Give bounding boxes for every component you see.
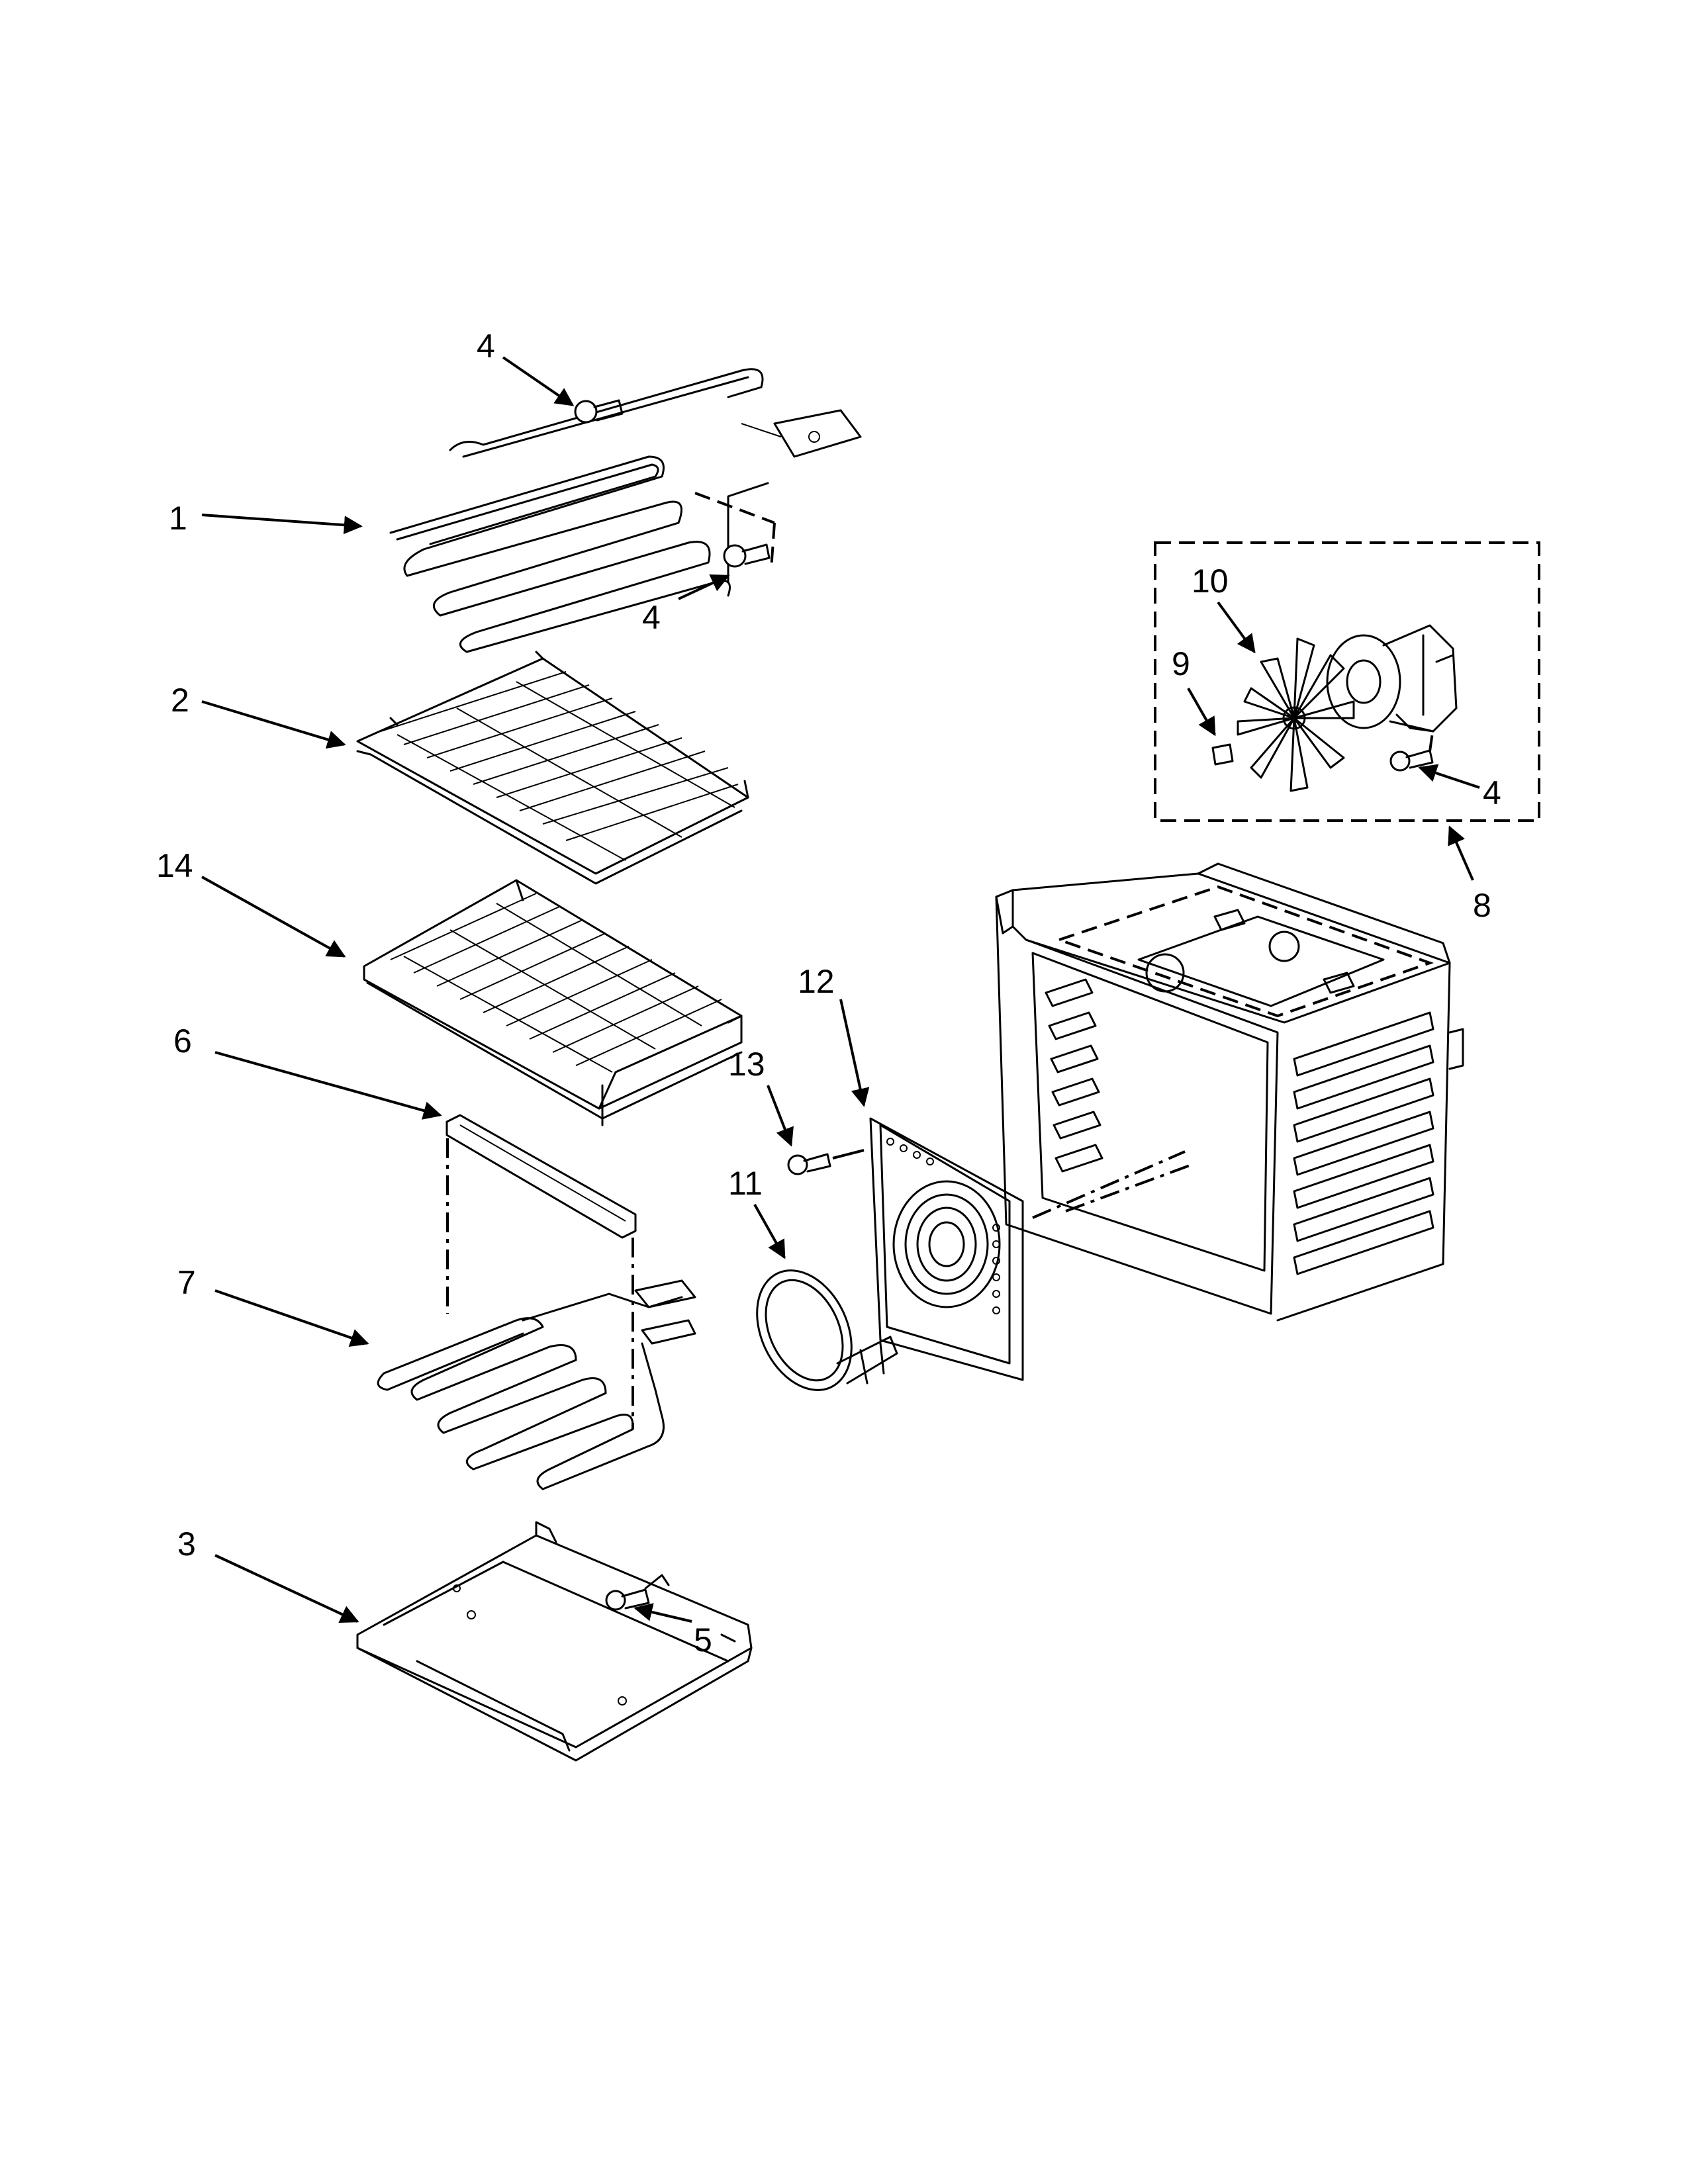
bake-element-part xyxy=(377,1279,696,1490)
callout-9: 9 xyxy=(1172,645,1190,682)
oven-rack-part xyxy=(356,651,749,885)
callout-6: 6 xyxy=(173,1023,192,1060)
callout-3: 3 xyxy=(177,1525,196,1563)
fan-motor-part xyxy=(1326,624,1458,733)
callout-13: 13 xyxy=(728,1046,765,1083)
broil-element-part xyxy=(389,368,862,653)
callout-5: 5 xyxy=(694,1621,712,1659)
oven-cavity-part xyxy=(995,862,1464,1322)
callout-4-motor: 4 xyxy=(1483,774,1501,811)
callout-4-element: 4 xyxy=(642,599,661,636)
callout-10: 10 xyxy=(1192,563,1229,600)
callout-14: 14 xyxy=(156,847,193,884)
screw-4c-part xyxy=(1389,727,1434,772)
fan-nut-part xyxy=(1211,743,1234,766)
callout-leaders xyxy=(201,356,1480,1623)
convection-element-part xyxy=(756,1269,898,1391)
screw-5-part xyxy=(605,1574,670,1611)
callout-11: 11 xyxy=(728,1165,763,1202)
element-cover-part xyxy=(445,1114,637,1430)
callout-4-top: 4 xyxy=(477,328,495,365)
callout-2: 2 xyxy=(171,682,189,719)
fan-assembly-box xyxy=(1154,541,1540,822)
callout-8: 8 xyxy=(1473,887,1491,924)
fan-blade-part xyxy=(1237,637,1355,792)
callout-12: 12 xyxy=(798,963,835,1000)
screw-4a-part xyxy=(574,399,624,424)
callout-7: 7 xyxy=(177,1264,196,1301)
callout-1: 1 xyxy=(169,500,187,537)
rollout-rack-part xyxy=(363,879,743,1126)
screw-4b-part xyxy=(723,543,771,568)
bottom-panel-part xyxy=(356,1521,753,1762)
screw-13-part xyxy=(787,1149,865,1175)
fan-cover-part xyxy=(869,1117,1024,1381)
